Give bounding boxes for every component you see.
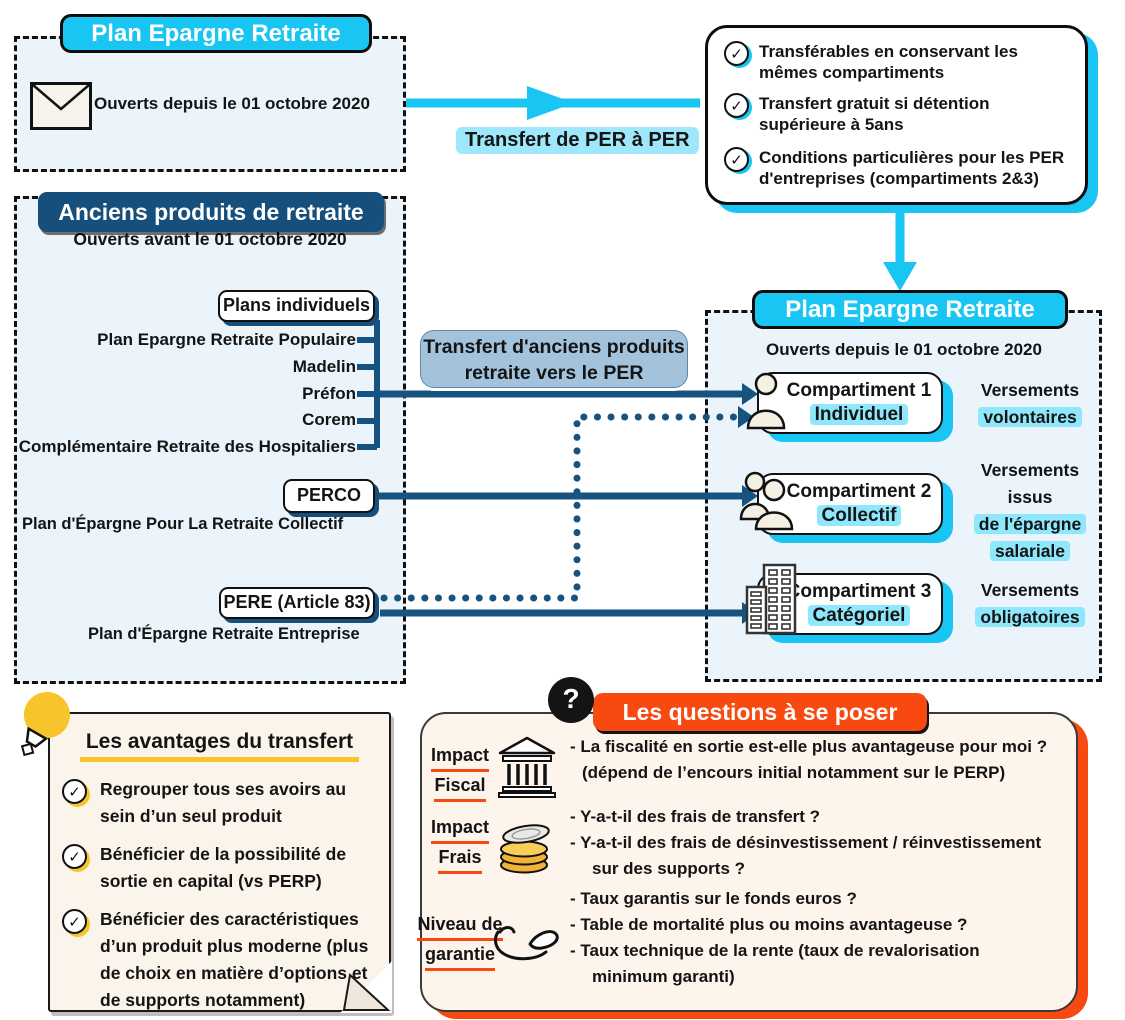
hand-icon bbox=[494, 926, 559, 961]
plans-individuels-chip: Plans individuels bbox=[218, 290, 375, 322]
pere-chip: PERE (Article 83) bbox=[219, 587, 375, 619]
old-products-panel bbox=[14, 196, 406, 684]
impact-frais-questions: - Y-a-t-il des frais de transfert ? - Y-… bbox=[570, 807, 1042, 878]
transfer-conditions-box: Transférables en conservant les mêmes co… bbox=[705, 25, 1088, 205]
arrow-down-icon bbox=[883, 207, 917, 291]
compartment-1-box: Compartiment 1 Individuel bbox=[746, 372, 943, 434]
list-item: Préfon bbox=[302, 383, 356, 403]
impact-fiscal-questions: - La fiscalité en sortie est-elle plus a… bbox=[570, 737, 1048, 782]
folded-corner bbox=[340, 961, 392, 1013]
versements-compartment-3: Versements obligatoires bbox=[952, 577, 1108, 631]
lightbulb-icon bbox=[20, 691, 70, 757]
condition-item: Conditions particulières pour les PER d'… bbox=[724, 147, 1073, 189]
list-item: Plan Epargne Retraite Populaire bbox=[97, 330, 356, 349]
new-per-subtitle: Ouverts depuis le 01 octobre 2020 bbox=[766, 340, 1042, 359]
check-circle-icon bbox=[62, 779, 87, 804]
questions-title: Les questions à se poser bbox=[593, 693, 927, 731]
compartment-2-box: Compartiment 2 Collectif bbox=[739, 471, 943, 535]
condition-item: Transfert gratuit si détention supérieur… bbox=[724, 93, 1073, 135]
new-per-source-subtitle: Ouverts depuis le 01 octobre 2020 bbox=[94, 94, 370, 113]
perco-full-name: Plan d'Épargne Pour La Retraite Collecti… bbox=[22, 515, 344, 533]
bank-icon bbox=[498, 736, 556, 798]
niveau-garantie-label: Niveau de garantie bbox=[414, 911, 506, 971]
check-circle-icon bbox=[724, 147, 749, 172]
old-products-title: Anciens produits de retraite bbox=[38, 192, 384, 232]
advantage-item: Bénéficier des caractéristiques d’un pro… bbox=[50, 906, 389, 1014]
question-mark-icon: ? bbox=[548, 677, 594, 723]
check-circle-icon bbox=[724, 93, 749, 118]
condition-item: Transférables en conservant les mêmes co… bbox=[724, 41, 1073, 83]
advantages-title: Les avantages du transfert bbox=[79, 730, 360, 762]
plans-individuels-list: Plan Epargne Retraite Populaire Madelin … bbox=[0, 327, 356, 461]
list-item: Corem bbox=[302, 410, 356, 430]
list-item: Complémentaire Retraite des Hospitaliers bbox=[18, 437, 356, 457]
arrow-right-icon bbox=[406, 86, 700, 120]
check-circle-icon bbox=[724, 41, 749, 66]
old-to-per-transfer-label: Transfert d'anciens produits retraite ve… bbox=[420, 330, 688, 388]
versements-compartment-1: Versements volontaires bbox=[952, 377, 1108, 431]
people-icon bbox=[739, 471, 794, 531]
niveau-garantie-questions: - Taux garantis sur le fonds euros ? - T… bbox=[570, 889, 980, 986]
new-per-source-panel bbox=[14, 36, 406, 172]
list-item: Madelin bbox=[292, 356, 356, 376]
advantages-note: Les avantages du transfert Regrouper tou… bbox=[48, 712, 392, 1014]
per-to-per-transfer-label: Transfert de PER à PER bbox=[456, 127, 699, 154]
versements-compartment-2: Versements issus de l'épargne salariale bbox=[952, 457, 1108, 565]
new-per-title: Plan Epargne Retraite bbox=[752, 290, 1068, 329]
old-products-subtitle: Ouverts avant le 01 octobre 2020 bbox=[73, 229, 347, 249]
check-circle-icon bbox=[62, 844, 87, 869]
compartment-3-box: Compartiment 3 Catégoriel bbox=[745, 563, 943, 635]
perco-chip: PERCO bbox=[283, 479, 375, 513]
check-circle-icon bbox=[62, 909, 87, 934]
envelope-icon bbox=[30, 82, 92, 130]
impact-fiscal-label: Impact Fiscal bbox=[423, 742, 497, 802]
coins-icon bbox=[500, 824, 550, 874]
advantage-item: Regrouper tous ses avoirs au sein d’un s… bbox=[50, 776, 389, 830]
pere-full-name: Plan d'Épargne Retraite Entreprise bbox=[88, 625, 360, 643]
new-per-source-title: Plan Epargne Retraite bbox=[60, 14, 372, 53]
building-icon bbox=[745, 563, 797, 635]
person-icon bbox=[746, 372, 786, 430]
impact-frais-label: Impact Frais bbox=[423, 814, 497, 874]
advantage-item: Bénéficier de la possibilité de sortie e… bbox=[50, 841, 389, 895]
